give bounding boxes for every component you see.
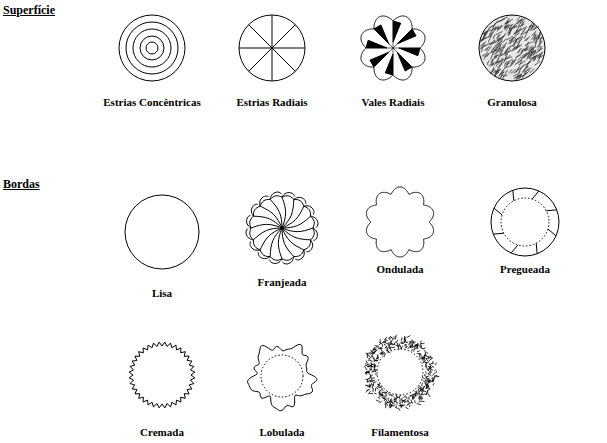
figure-label: Lobulada	[259, 426, 304, 439]
radial-striae-colony	[239, 15, 305, 81]
figure-label: Pregueada	[500, 263, 550, 276]
radial-valleys-colony	[361, 16, 425, 80]
figure-label: Estrias Concêntricas	[103, 96, 200, 109]
concentric-striae-colony	[119, 15, 185, 81]
fringed-edge-colony	[246, 192, 318, 264]
pleated-edge-colony	[491, 188, 559, 256]
section-heading: Superfície	[3, 4, 55, 17]
figure-label: Cremada	[140, 426, 184, 439]
figure-label: Lisa	[152, 287, 172, 300]
figure-label: Ondulada	[376, 263, 423, 276]
filamentous-edge-colony	[364, 335, 439, 411]
figure-label: Estrias Radiais	[236, 96, 307, 109]
undulate-edge-colony	[366, 187, 433, 257]
granular-colony	[479, 15, 545, 81]
crenate-edge-colony	[129, 342, 195, 408]
smooth-edge-colony	[125, 195, 199, 269]
figure-label: Granulosa	[487, 96, 537, 109]
section-heading: Bordas	[3, 178, 40, 191]
lobate-edge-colony	[248, 344, 317, 410]
figure-label: Vales Radiais	[362, 96, 425, 109]
figure-label: Franjeada	[258, 276, 307, 289]
figure-label: Filamentosa	[371, 426, 428, 439]
